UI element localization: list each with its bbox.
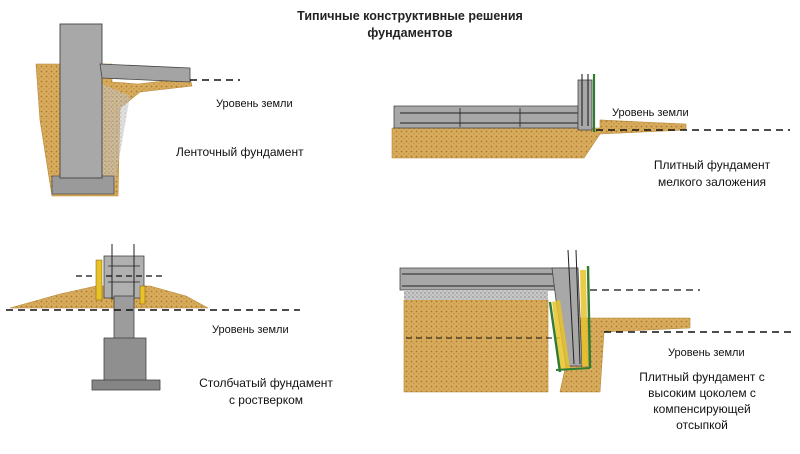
wall-stub: [577, 79, 593, 131]
slab-shallow-caption-2: мелкого заложения: [658, 175, 766, 189]
title-line-1: Типичные конструктивные решения: [297, 9, 523, 23]
column-caption-2: с ростверком: [229, 393, 303, 407]
slab-shallow-diagram: Уровень земли Плитный фундамент мелкого …: [391, 74, 790, 189]
plinth-wall: [551, 267, 583, 367]
slab-shallow-caption-1: Плитный фундамент: [654, 158, 771, 172]
blind-area: [99, 63, 191, 83]
foundation-wall: [59, 23, 103, 179]
insulation: [552, 300, 570, 370]
ground-level-label: Уровень земли: [612, 107, 689, 119]
footing: [51, 175, 115, 195]
waterproofing: [555, 367, 591, 371]
column-foundation-diagram: Уровень земли Столбчатый фундамент с рос…: [6, 244, 333, 407]
slab-high-caption-4: отсыпкой: [676, 418, 728, 432]
title-line-2: фундаментов: [367, 26, 453, 40]
ground-level-label: Уровень земли: [212, 324, 289, 336]
strip-caption: Ленточный фундамент: [176, 145, 304, 159]
rebar: [575, 249, 581, 365]
slab: [393, 105, 579, 129]
backfill: [102, 84, 130, 188]
insulation-left: [95, 259, 103, 301]
slab-high-caption-1: Плитный фундамент с: [639, 370, 765, 384]
compensating-fill: [403, 299, 549, 393]
column-base: [103, 337, 147, 385]
slab-high-plinth-diagram: Уровень земли Плитный фундамент с высоки…: [399, 249, 792, 432]
ground-level-label: Уровень земли: [216, 98, 293, 110]
column-caption-1: Столбчатый фундамент: [199, 376, 333, 390]
column-footing: [91, 379, 161, 391]
slab-high-caption-3: компенсирующей: [653, 402, 750, 416]
rebar: [567, 249, 575, 365]
slab-high-caption-2: высоким цоколем с: [648, 386, 756, 400]
strip-foundation-diagram: Уровень земли Ленточный фундамент: [35, 23, 304, 197]
slab: [399, 267, 579, 291]
grillage-beam: [103, 255, 145, 299]
ground-level-label: Уровень земли: [668, 347, 745, 359]
gravel-layer: [404, 290, 548, 300]
waterproofing: [548, 301, 562, 373]
insulation: [580, 270, 588, 366]
waterproofing: [586, 265, 592, 369]
insulation-right: [139, 285, 146, 305]
